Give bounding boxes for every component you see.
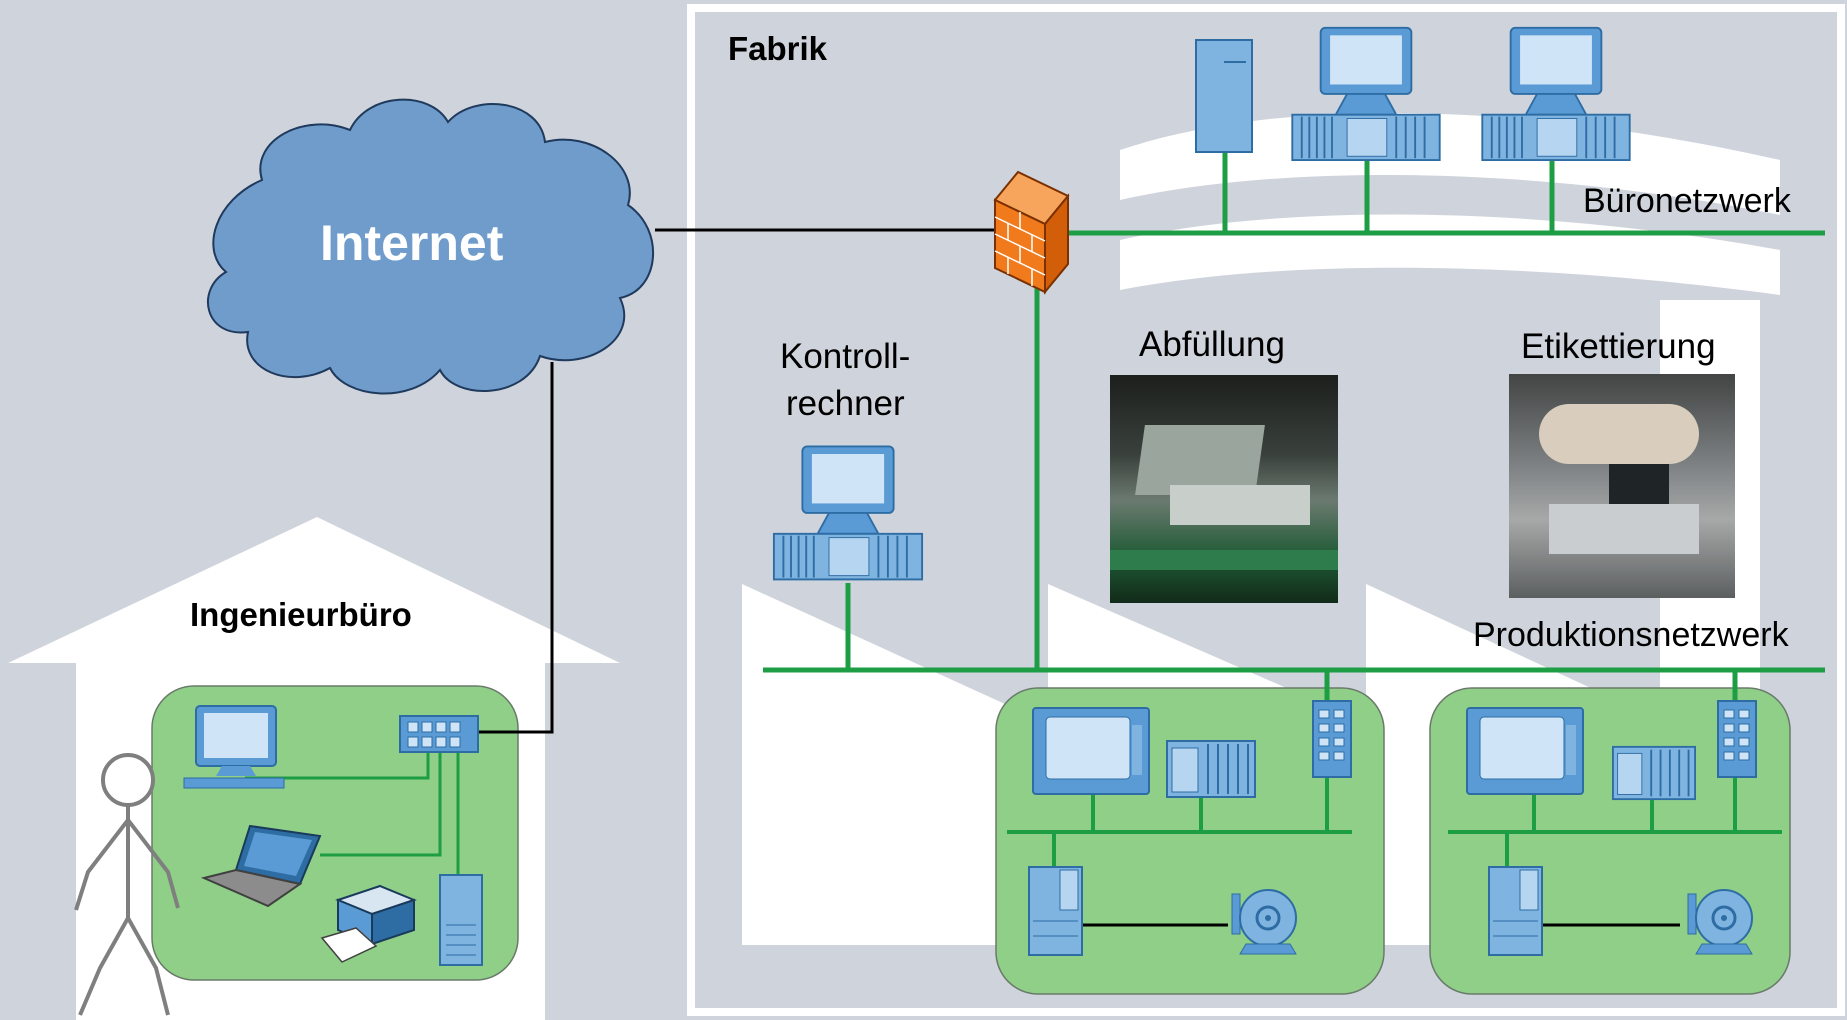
office-network-bus	[1034, 147, 1825, 670]
person-icon	[74, 753, 180, 1016]
cell-switch-2-icon[interactable]	[1717, 700, 1757, 778]
hmi-panel-2-icon[interactable]	[1466, 707, 1584, 795]
printer-icon[interactable]	[320, 884, 417, 963]
cloud-icon	[207, 98, 655, 395]
firewall-icon[interactable]	[993, 170, 1070, 295]
laptop-icon[interactable]	[200, 824, 322, 908]
drive-1-icon[interactable]	[1028, 866, 1083, 956]
cell-switch-1-icon[interactable]	[1312, 700, 1352, 778]
office-network-label: Büronetzwerk	[1583, 182, 1791, 220]
office-server-icon[interactable]	[439, 874, 483, 966]
server-tower-icon[interactable]	[1195, 39, 1253, 153]
photo-filling-machine	[1110, 375, 1338, 603]
internet-links	[478, 228, 1000, 734]
filling-label: Abfüllung	[1139, 325, 1285, 364]
drive-2-icon[interactable]	[1488, 866, 1543, 956]
plc-2-icon[interactable]	[1612, 745, 1696, 801]
production-network-label: Produktionsnetzwerk	[1473, 616, 1789, 654]
engineering-office-label: Ingenieurbüro	[190, 596, 412, 633]
labeling-label: Etikettierung	[1521, 327, 1716, 366]
control-computer-label-line2: rechner	[786, 384, 905, 423]
production-network-bus	[763, 583, 1825, 700]
photo-labeling-machine	[1509, 374, 1735, 598]
ethernet-switch-icon[interactable]	[399, 715, 479, 753]
office-monitor-icon[interactable]	[183, 705, 285, 789]
plc-1-icon[interactable]	[1166, 740, 1256, 798]
hmi-panel-1-icon[interactable]	[1032, 707, 1150, 795]
control-computer-label-line1: Kontroll-	[780, 337, 911, 376]
factory-label: Fabrik	[728, 30, 828, 67]
cell-networks	[1007, 778, 1782, 866]
engineering-network	[245, 752, 460, 875]
internet-label: Internet	[320, 215, 504, 271]
